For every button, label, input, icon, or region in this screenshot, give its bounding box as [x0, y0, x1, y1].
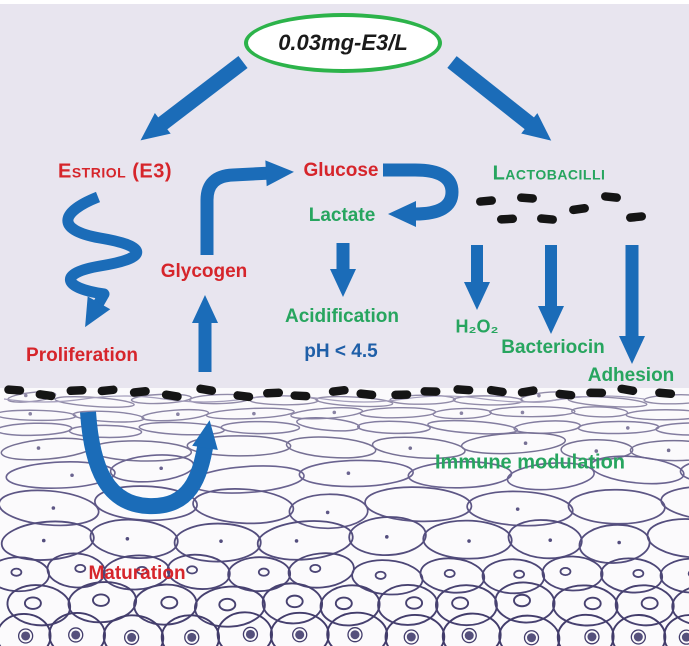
immune-modulation-label: Immune modulation — [435, 451, 625, 474]
glucose-label: Glucose — [303, 160, 379, 181]
arrow-dose-to-lactobacilli — [447, 56, 552, 141]
dose-ellipse: 0.03mg-E3/L — [244, 13, 442, 73]
ph-value-label: pH < 4.5 — [304, 341, 378, 362]
epithelium-cell-layers — [0, 391, 689, 646]
dose-label: 0.03mg-E3/L — [278, 30, 408, 55]
estriol-label: Estriol (E3) — [57, 160, 173, 183]
epithelium-tissue-illustration — [0, 388, 689, 646]
bacteriocin-label: Bacteriocin — [501, 337, 605, 358]
bacteria-cluster-lactobacilli — [476, 192, 646, 224]
lactobacilli-label: Lactobacilli — [492, 162, 606, 185]
arrow-dose-to-estriol — [140, 56, 248, 141]
arrow-glucose-to-lactate — [383, 163, 459, 227]
lactate-label: Lactate — [308, 205, 376, 226]
h2o2-label: H₂O₂ — [455, 316, 499, 337]
glycogen-label: Glycogen — [160, 261, 248, 282]
adhesion-label: Adhesion — [587, 365, 675, 386]
arrow-glycogen-to-glucose — [200, 160, 294, 255]
arrow-estriol-to-proliferation-zigzag — [62, 191, 143, 328]
acidification-label: Acidification — [284, 306, 400, 327]
proliferation-label: Proliferation — [26, 345, 138, 366]
maturation-label: Maturation — [88, 563, 186, 584]
